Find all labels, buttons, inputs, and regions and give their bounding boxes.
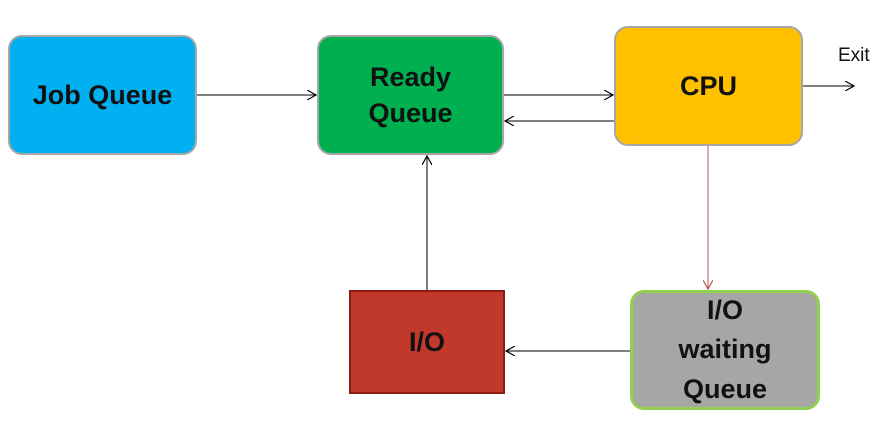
ready-queue-label-line1: Ready <box>369 61 452 92</box>
io-waiting-label-line2: waiting <box>678 334 772 365</box>
io-label: I/O <box>408 326 445 357</box>
job-queue-node: Job Queue <box>8 35 197 155</box>
exit-label: Exit <box>838 45 870 66</box>
ready-queue-label-line2: Queue <box>368 98 453 128</box>
io-waiting-queue-node: I/O waiting Queue <box>630 290 820 410</box>
io-node: I/O <box>349 290 505 394</box>
io-waiting-label-line1: I/O <box>706 295 743 326</box>
io-waiting-label-line3: Queue <box>682 373 768 404</box>
cpu-label: CPU <box>679 70 737 101</box>
cpu-node: CPU <box>614 26 803 146</box>
ready-queue-node: Ready Queue <box>317 35 504 155</box>
job-queue-label: Job Queue <box>32 79 173 110</box>
